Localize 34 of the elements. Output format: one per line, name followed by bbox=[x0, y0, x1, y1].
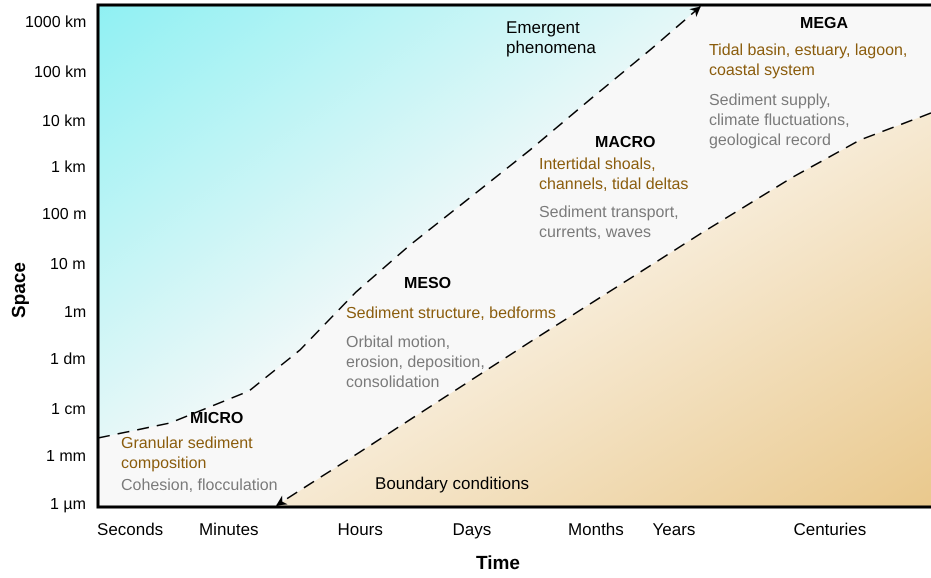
axis-tick-label: Centuries bbox=[794, 520, 866, 540]
axis-tick-label: 10 km bbox=[42, 112, 86, 132]
axis-tick-label: 1 dm bbox=[50, 350, 86, 370]
scale-heading: MESO bbox=[404, 274, 452, 294]
process-text: Orbital motion, erosion, deposition, consolidation bbox=[346, 333, 486, 393]
axis-tick-label: 1m bbox=[64, 303, 86, 323]
axis-tick-label: Months bbox=[568, 520, 624, 540]
example-text: Intertidal shoals, channels, tidal deltas bbox=[539, 155, 690, 195]
axis-tick-label: Days bbox=[452, 520, 492, 540]
axis-tick-label: 1 µm bbox=[50, 495, 86, 515]
axis-tick-label: 10 m bbox=[50, 255, 86, 275]
annotation-text: Boundary conditions bbox=[375, 474, 530, 494]
process-text: Cohesion, flocculation bbox=[121, 476, 278, 496]
annotation-text: Emergent phenomena bbox=[506, 18, 597, 58]
axis-tick-label: Minutes bbox=[199, 520, 259, 540]
axis-tick-label: 1 km bbox=[51, 158, 86, 178]
scale-heading: MACRO bbox=[595, 133, 656, 153]
axis-tick-label: 1000 km bbox=[25, 13, 86, 33]
scale-heading: MICRO bbox=[190, 409, 244, 429]
axis-title: Space bbox=[10, 262, 30, 318]
scale-heading: MEGA bbox=[800, 14, 848, 34]
example-text: Granular sediment composition bbox=[121, 434, 254, 474]
example-text: Sediment structure, bedforms bbox=[346, 304, 556, 324]
axis-tick-label: 1 mm bbox=[46, 447, 86, 467]
process-text: Sediment supply, climate fluctuations, geological record bbox=[709, 91, 851, 151]
axis-tick-label: 100 m bbox=[42, 205, 86, 225]
axis-tick-label: 100 km bbox=[34, 63, 86, 83]
axis-title: Time bbox=[476, 554, 520, 574]
axis-tick-label: Years bbox=[652, 520, 696, 540]
axis-tick-label: Seconds bbox=[97, 520, 164, 540]
axis-tick-label: 1 cm bbox=[51, 400, 86, 420]
axis-tick-label: Hours bbox=[338, 520, 383, 540]
process-text: Sediment transport, currents, waves bbox=[539, 203, 680, 243]
example-text: Tidal basin, estuary, lagoon, coastal system bbox=[709, 41, 908, 81]
